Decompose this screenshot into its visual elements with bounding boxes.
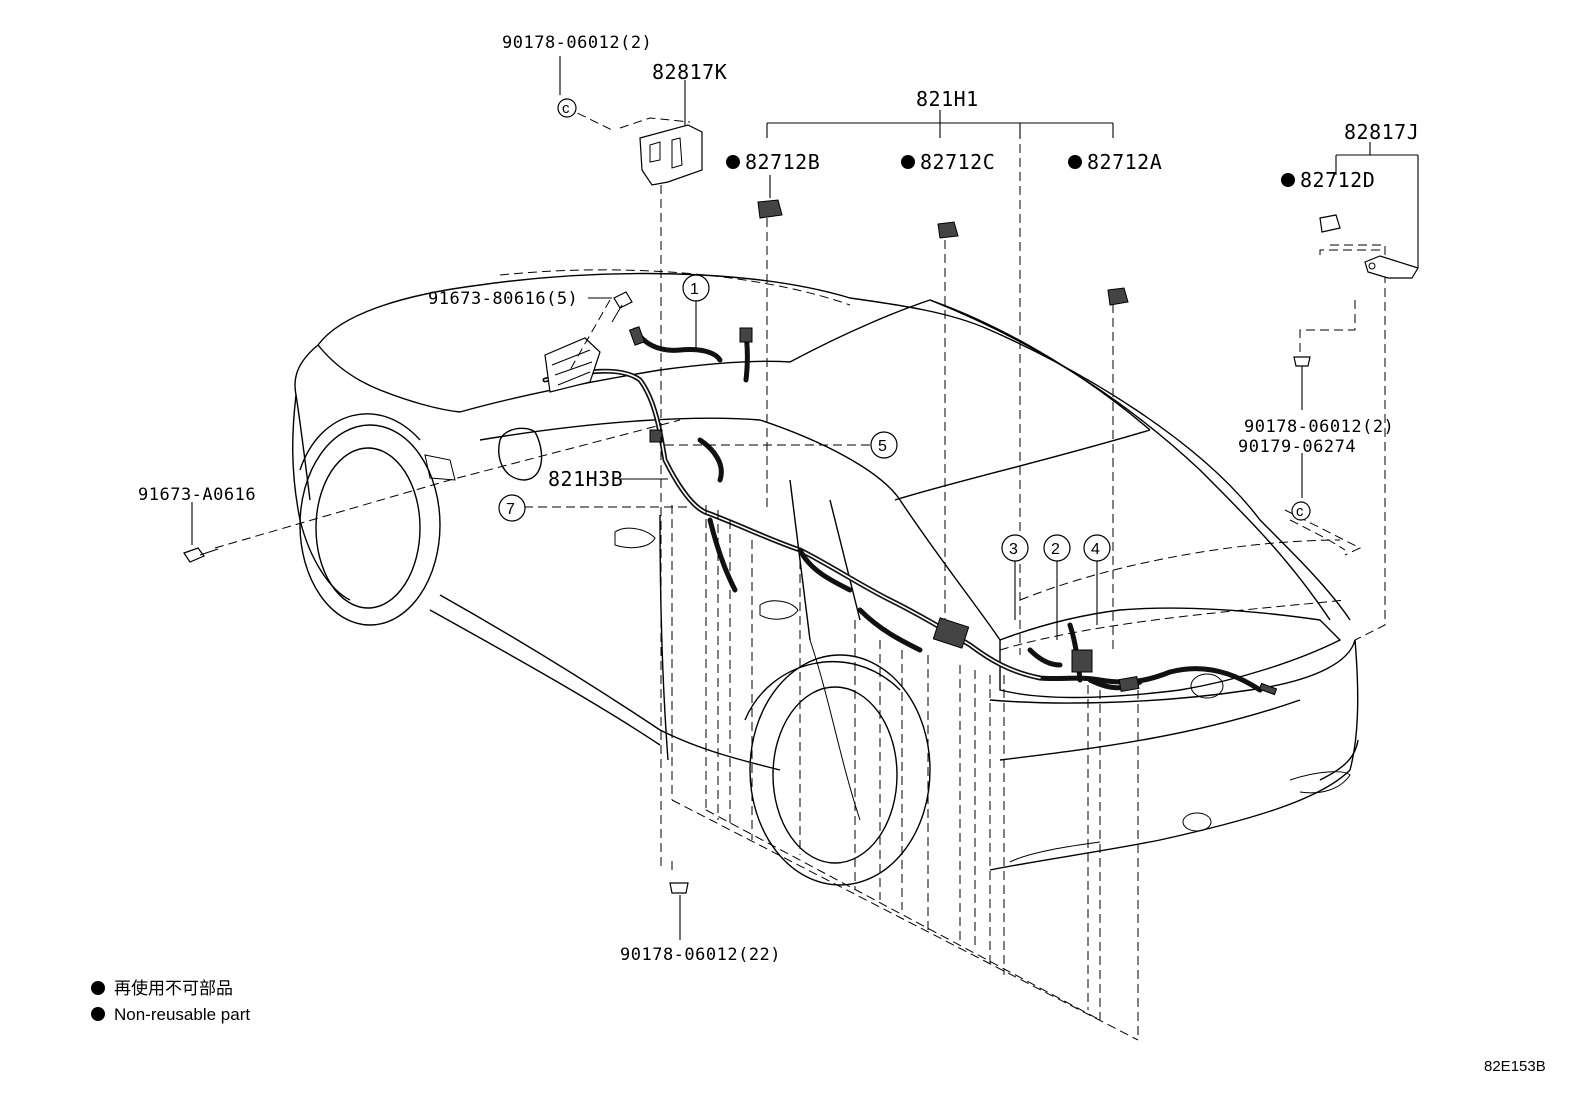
non-reusable-dot-b	[726, 155, 740, 169]
label-harness-main: 821H1	[916, 87, 979, 111]
clip-top-drawing: c	[557, 56, 577, 118]
svg-text:5: 5	[878, 438, 887, 455]
svg-text:2: 2	[1051, 541, 1060, 558]
connector-c-drawing	[937, 221, 959, 239]
non-reusable-dot-d	[1281, 173, 1295, 187]
legend-dot-jp	[91, 981, 105, 995]
connector-a-drawing	[1107, 287, 1129, 306]
callout-7: 7	[498, 494, 526, 522]
label-clip-top: 90178-06012(2)	[502, 33, 652, 53]
svg-text:3: 3	[1009, 541, 1018, 558]
label-connector-d: 82712D	[1300, 168, 1375, 192]
label-connector-b: 82712B	[745, 150, 820, 174]
label-bolt-a: 91673-A0616	[138, 485, 256, 505]
harness-main-bracket	[766, 110, 1114, 138]
bracket-j-leader	[1335, 142, 1419, 268]
connector-d-drawing	[1319, 214, 1341, 233]
non-reusable-dot-a	[1068, 155, 1082, 169]
legend-dot-en	[91, 1007, 105, 1021]
svg-text:c: c	[562, 100, 570, 117]
clip-right-1-drawing	[1293, 356, 1311, 410]
harness-routing	[542, 326, 1278, 696]
car-outline	[292, 269, 1359, 886]
svg-text:c: c	[1296, 503, 1304, 520]
diagram-code: 82E153B	[1484, 1058, 1546, 1075]
callout-1: 1	[682, 274, 710, 348]
bolt-5-drawing	[588, 291, 633, 323]
label-bracket-k: 82817K	[652, 60, 727, 84]
label-bracket-j: 82817J	[1344, 120, 1419, 144]
legend-english: Non-reusable part	[114, 1005, 250, 1024]
non-reusable-dot-c	[901, 155, 915, 169]
svg-text:7: 7	[506, 501, 515, 518]
bracket-k-drawing	[619, 80, 703, 186]
label-connector-c: 82712C	[920, 150, 995, 174]
legend: 再使用不可部品 Non-reusable part	[91, 978, 250, 1024]
clip-right-2-drawing: c	[1291, 453, 1311, 521]
svg-text:4: 4	[1091, 541, 1100, 558]
callout-2: 2	[1043, 534, 1071, 640]
dashed-guides	[214, 106, 1386, 1041]
label-connector-a: 82712A	[1087, 150, 1162, 174]
clip-bottom-drawing	[669, 882, 689, 940]
bracket-j-drawing	[1364, 255, 1419, 279]
label-harness-sub: 821H3B	[548, 467, 623, 491]
callout-5: 5	[870, 431, 898, 459]
svg-text:1: 1	[690, 281, 699, 298]
legend-japanese: 再使用不可部品	[114, 978, 233, 998]
bolt-a-drawing	[183, 502, 219, 563]
label-clip-bottom: 90178-06012(22)	[620, 945, 781, 965]
label-clip-right-2: 90179-06274	[1238, 437, 1356, 457]
label-clip-right-1: 90178-06012(2)	[1244, 417, 1394, 437]
label-bolt-5: 91673-80616(5)	[428, 289, 578, 309]
callout-4: 4	[1083, 534, 1111, 625]
callout-3: 3	[1001, 534, 1029, 620]
connector-b-drawing	[757, 175, 783, 219]
